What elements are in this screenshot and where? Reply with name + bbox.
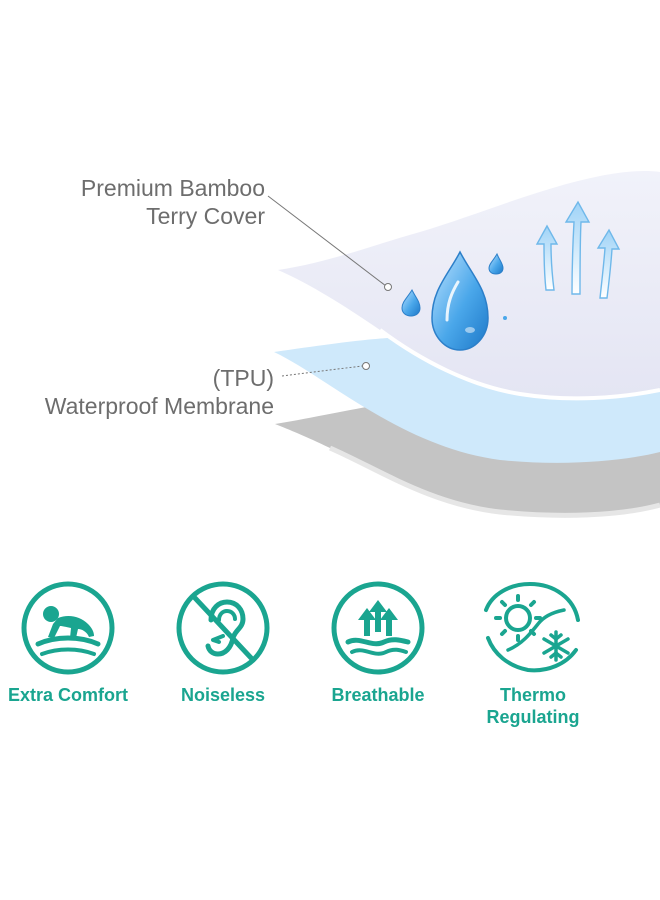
feature-extra-comfort: Extra Comfort — [0, 580, 143, 706]
layer-illustration — [267, 171, 660, 518]
sun-snowflake-icon — [484, 581, 580, 673]
bamboo-leader-line — [267, 195, 387, 287]
feature-noiseless: Noiseless — [148, 580, 298, 706]
feature-label-extra-comfort: Extra Comfort — [7, 685, 128, 705]
airflow-arrows-icon — [331, 581, 425, 675]
bamboo-cover-label: Premium Bamboo Terry Cover — [81, 174, 265, 230]
tpu-membrane-label: (TPU) Waterproof Membrane — [45, 364, 274, 420]
bamboo-label-line2: Terry Cover — [146, 203, 265, 229]
feature-label-noiseless: Noiseless — [180, 685, 266, 705]
top-cover-edge — [378, 328, 660, 401]
feature-label-thermo-line2: Regulating — [486, 707, 580, 727]
tpu-label-line2: Waterproof Membrane — [44, 393, 274, 419]
tpu-label-line1: (TPU) — [212, 365, 274, 391]
baby-crawling-icon — [21, 581, 115, 675]
bamboo-leader-dot — [384, 283, 392, 291]
feature-thermo-regulating: Thermo Regulating — [458, 580, 608, 728]
tpu-leader-line — [281, 365, 363, 377]
small-water-drop-icon — [401, 252, 507, 320]
base-layer-edge — [328, 445, 660, 518]
bamboo-label-line1: Premium Bamboo — [80, 175, 265, 201]
breathable-arrows-icon — [535, 200, 621, 299]
feature-label-thermo-line1: Thermo — [499, 685, 566, 705]
feature-breathable: Breathable — [303, 580, 453, 706]
tpu-leader-dot — [362, 362, 370, 370]
water-drop-icon — [431, 250, 489, 351]
no-sound-ear-icon — [176, 581, 270, 675]
feature-label-breathable: Breathable — [331, 685, 425, 705]
feature-label-thermo-regulating: Thermo Regulating — [458, 684, 608, 728]
